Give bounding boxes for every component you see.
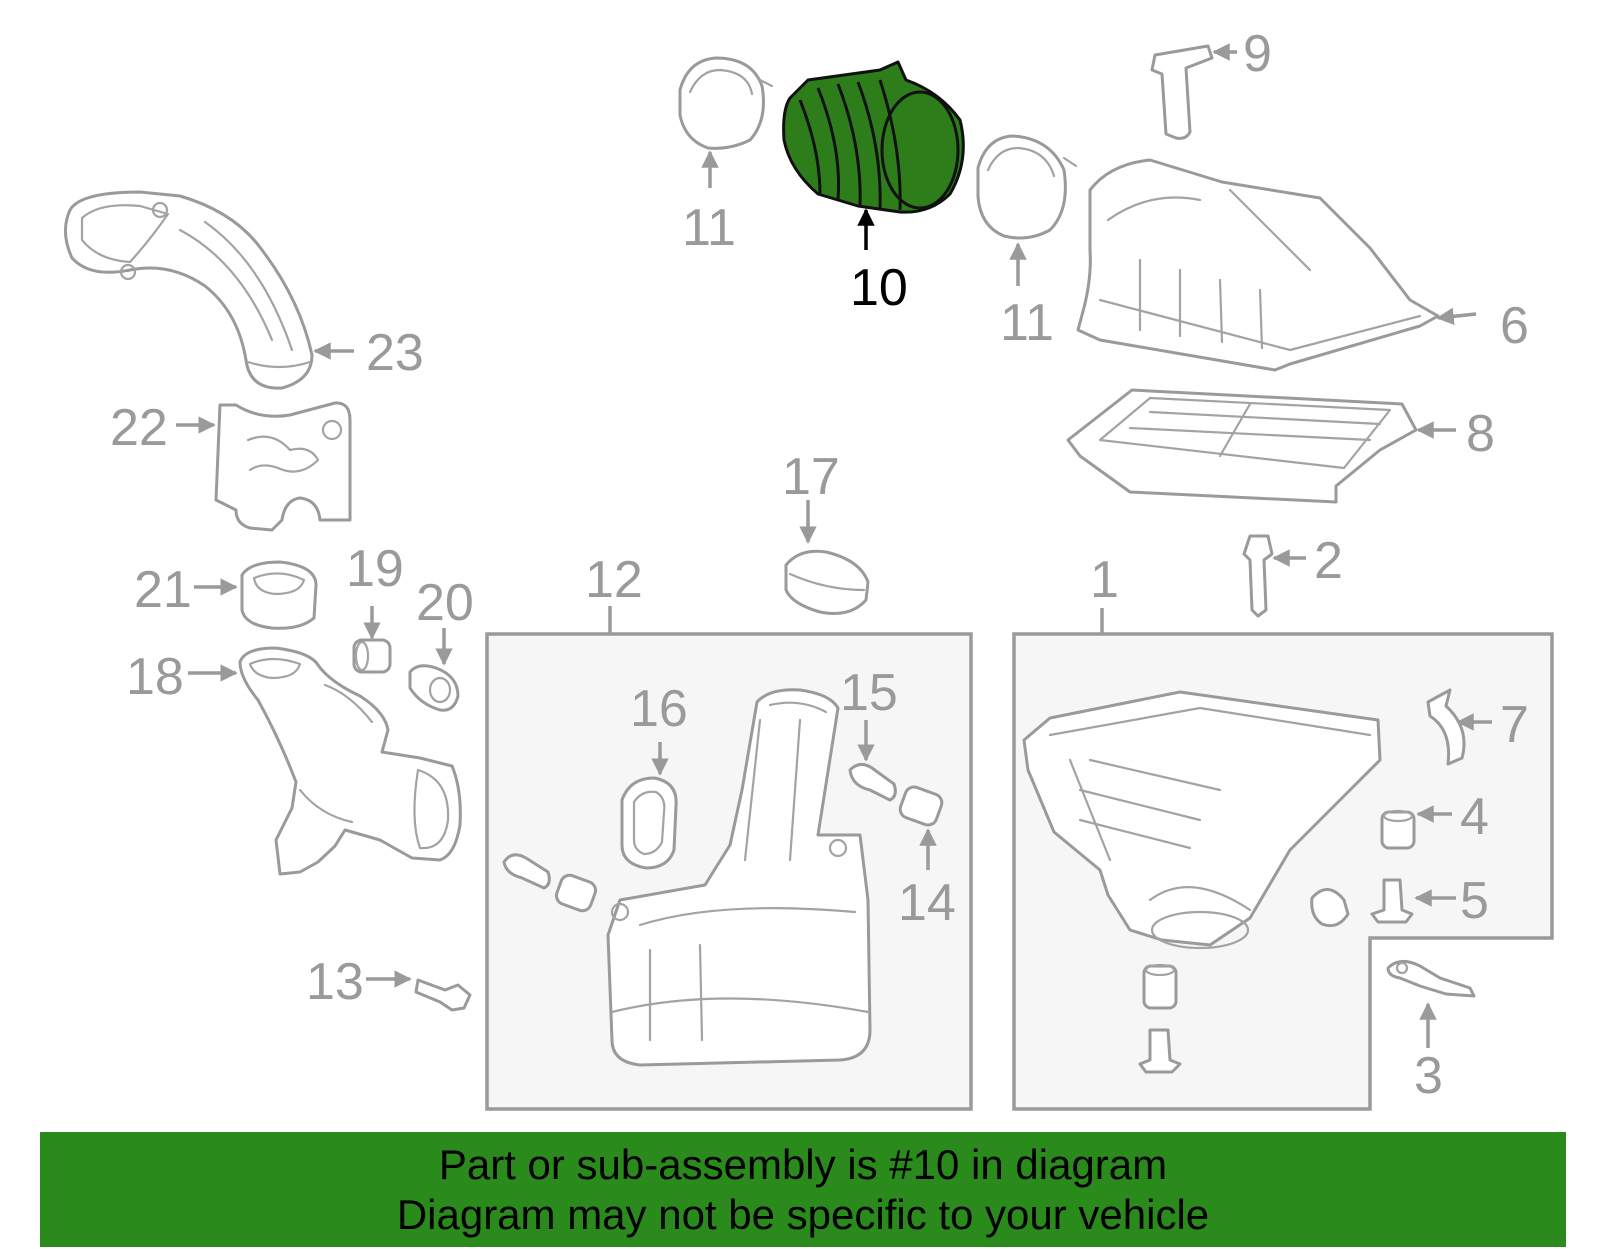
- callout-11-right: 11: [1000, 294, 1054, 352]
- callout-5: 5: [1460, 872, 1489, 930]
- info-banner: Part or sub-assembly is #10 in diagram D…: [40, 1132, 1566, 1247]
- callout-16: 16: [630, 680, 688, 738]
- callout-8: 8: [1466, 405, 1495, 463]
- callout-21: 21: [134, 561, 192, 619]
- part-19-bushing: [352, 638, 392, 674]
- part-14-bushing: [898, 785, 944, 827]
- part-11-clamp-right: [976, 134, 1078, 240]
- callout-9: 9: [1243, 25, 1272, 83]
- part-7-clip: [1426, 688, 1466, 766]
- part-12-bushing-left: [554, 873, 598, 913]
- part-12-intake-resonator: [606, 688, 872, 1067]
- banner-line-1: Part or sub-assembly is #10 in diagram: [438, 1141, 1168, 1188]
- callout-2: 2: [1314, 532, 1343, 590]
- banner-line-2: Diagram may not be specific to your vehi…: [396, 1191, 1210, 1238]
- part-16-seal: [620, 776, 678, 870]
- part-22-shield: [214, 401, 352, 532]
- part-1-air-cleaner-case: [1022, 690, 1382, 950]
- part-1-grommet: [1310, 888, 1350, 928]
- part-9-sensor: [1150, 44, 1214, 140]
- part-6-air-cleaner-cover: [1076, 158, 1440, 372]
- leader-lines: [176, 43, 1492, 1048]
- part-8-air-filter: [1066, 388, 1418, 504]
- callout-20: 20: [416, 574, 474, 632]
- callout-22: 22: [110, 399, 168, 457]
- part-12-bolt-left: [502, 853, 551, 890]
- part-10-intake-hose-highlighted: [782, 60, 965, 214]
- part-5-bolt: [1370, 878, 1414, 924]
- part-13-bolt: [414, 978, 472, 1012]
- callout-labels: 9 11 10 11 6 23 8 22 17 2 12 1 21 19 20 …: [110, 25, 1529, 1105]
- callout-11-left: 11: [682, 199, 736, 257]
- callout-17: 17: [782, 448, 840, 506]
- callout-7: 7: [1500, 696, 1529, 754]
- callout-12: 12: [585, 551, 643, 609]
- part-2-bolt: [1242, 534, 1274, 618]
- part-21-grommet: [240, 560, 318, 630]
- part-4-bushing: [1380, 809, 1416, 850]
- part-11-clamp-left: [678, 56, 774, 150]
- callout-4: 4: [1460, 788, 1489, 846]
- part-23-intake-duct: [64, 190, 314, 390]
- callout-19: 19: [346, 540, 404, 598]
- callout-3: 3: [1414, 1047, 1443, 1105]
- callout-23: 23: [366, 324, 424, 382]
- part-18-duct: [238, 646, 462, 876]
- part-3-bracket: [1386, 960, 1476, 998]
- callout-6: 6: [1500, 297, 1529, 355]
- callout-15: 15: [840, 664, 898, 722]
- part-1-bolt-lower: [1138, 1028, 1182, 1074]
- callout-14: 14: [898, 874, 956, 932]
- part-17-cap: [784, 549, 870, 615]
- callout-18: 18: [126, 648, 184, 706]
- part-15-bolt: [848, 763, 897, 802]
- callout-10: 10: [850, 259, 908, 317]
- part-1-bushing-lower: [1142, 963, 1178, 1010]
- part-20-grommet: [408, 664, 460, 712]
- callout-13: 13: [306, 953, 364, 1011]
- callout-1: 1: [1090, 551, 1119, 609]
